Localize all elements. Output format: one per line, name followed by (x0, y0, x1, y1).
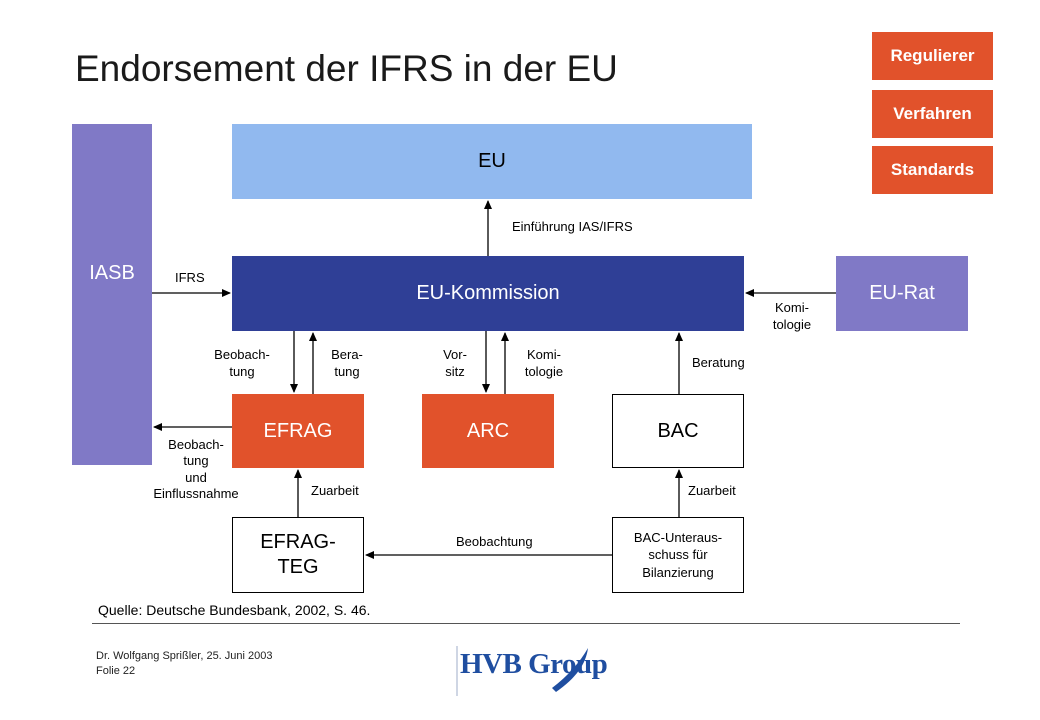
node-eu-label: EU (478, 150, 506, 172)
label-beobachtung-iasb-line1: Beobach- (168, 437, 224, 452)
label-beobachtung-efrag-line2: tung (229, 363, 255, 379)
hvb-logo: HVB Group (456, 646, 608, 696)
label-beobachtung-iasb: Beobach- tung und Einflussnahme (144, 437, 248, 502)
node-efrag-teg: EFRAG- TEG (232, 517, 364, 593)
node-eu-rat-label: EU-Rat (869, 282, 935, 304)
label-einfuehrung: Einführung IAS/IFRS (512, 219, 633, 234)
node-eu: EU (232, 124, 752, 199)
label-vorsitz: Vor- sitz (432, 347, 478, 381)
label-komitologie-eurat: Komi- tologie (764, 300, 820, 334)
label-komitologie-arc: Komi- tologie (514, 347, 574, 381)
label-komitologie-eurat-line2: tologie (772, 316, 812, 332)
node-bac-label: BAC (657, 419, 699, 442)
footer: Dr. Wolfgang Sprißler, 25. Juni 2003 Fol… (96, 649, 273, 679)
node-iasb-label: IASB (89, 262, 135, 284)
node-bac-unterausschuss: BAC-Unteraus- schuss für Bilanzierung (612, 517, 744, 593)
node-bac-sub-line3: Bilanzierung (642, 564, 714, 580)
label-beratung-efrag: Bera- tung (322, 347, 372, 381)
node-eu-kommission-label: EU-Kommission (416, 282, 560, 304)
footer-author-date: Dr. Wolfgang Sprißler, 25. Juni 2003 (96, 650, 273, 662)
legend-regulierer: Regulierer (872, 32, 993, 80)
node-bac-sub-line2: schuss für (648, 547, 708, 563)
label-vorsitz-line2: sitz (445, 363, 465, 379)
node-bac: BAC (612, 394, 744, 468)
node-arc: ARC (422, 394, 554, 468)
label-beobachtung-iasb-line4: Einflussnahme (153, 485, 239, 501)
footer-slide-number: Folie 22 (96, 664, 136, 677)
node-efrag-teg-line1: EFRAG- (260, 531, 336, 553)
footer-divider (92, 623, 960, 624)
label-beratung-efrag-line2: tung (334, 363, 360, 379)
label-beobachtung-iasb-line3: und (185, 469, 207, 485)
label-zuarbeit-bac: Zuarbeit (688, 483, 736, 498)
legend-verfahren: Verfahren (872, 90, 993, 138)
node-efrag-label: EFRAG (263, 419, 333, 442)
page-title: Endorsement der IFRS in der EU (75, 48, 618, 89)
node-iasb: IASB (72, 124, 152, 465)
node-bac-sub-line1: BAC-Unteraus- (633, 529, 723, 545)
source-note: Quelle: Deutsche Bundesbank, 2002, S. 46… (98, 602, 371, 618)
node-eu-rat: EU-Rat (836, 256, 968, 331)
label-zuarbeit-efrag: Zuarbeit (311, 483, 359, 498)
label-beobachtung-iasb-line2: tung (183, 453, 209, 469)
node-arc-label: ARC (466, 419, 510, 442)
label-vorsitz-line1: Vor- (443, 347, 467, 362)
label-beobachtung-teg: Beobachtung (456, 534, 533, 549)
legend-standards: Standards (872, 146, 993, 194)
label-ifrs: IFRS (175, 270, 205, 285)
node-eu-kommission: EU-Kommission (232, 256, 744, 331)
node-efrag: EFRAG (232, 394, 364, 468)
hvb-logo-swoosh-icon (456, 646, 588, 696)
label-komitologie-eurat-line1: Komi- (775, 300, 809, 315)
label-beratung-efrag-line1: Bera- (331, 347, 363, 362)
label-beratung-bac: Beratung (692, 355, 745, 370)
label-komitologie-arc-line1: Komi- (527, 347, 561, 362)
label-komitologie-arc-line2: tologie (524, 363, 564, 379)
hvb-logo-text: HVB Group (460, 648, 608, 680)
node-efrag-teg-line2: TEG (277, 556, 319, 578)
label-beobachtung-efrag-line1: Beobach- (214, 347, 270, 362)
label-beobachtung-efrag: Beobach- tung (212, 347, 272, 381)
